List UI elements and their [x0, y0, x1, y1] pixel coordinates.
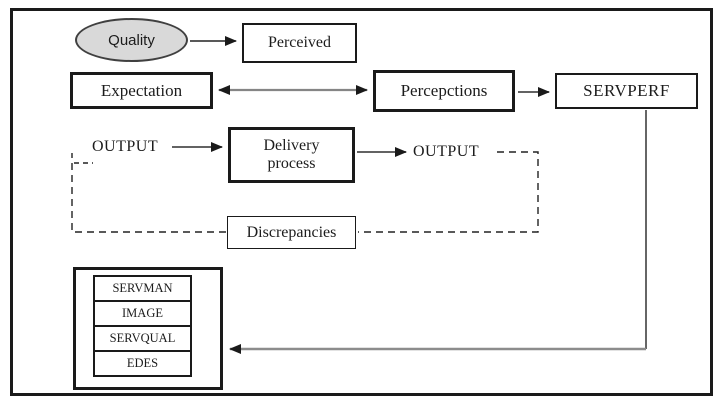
node-quality: Quality [75, 18, 188, 62]
node-expectation-label: Expectation [100, 80, 183, 100]
model-stack-item-image: IMAGE [93, 300, 192, 327]
model-stack-item-image-label: IMAGE [122, 306, 163, 320]
model-stack-item-servqual-label: SERVQUAL [109, 331, 176, 345]
dashed-line-output-right-to-discrepancies [358, 151, 539, 233]
label-output-right: OUTPUT [413, 143, 480, 160]
label-output-left: OUTPUT [92, 138, 159, 155]
model-stack-item-edes-label: EDES [126, 356, 159, 370]
node-servperf-label: SERVPERF [583, 81, 670, 100]
node-discrepancies: Discrepancies [227, 216, 356, 249]
model-stack-container: SERVMAN IMAGE SERVQUAL EDES [73, 267, 223, 390]
model-stack-item-servman-label: SERVMAN [112, 281, 173, 295]
model-stack-item-servman: SERVMAN [93, 275, 192, 302]
model-stack-item-edes: EDES [93, 350, 192, 377]
model-stack-item-servqual: SERVQUAL [93, 325, 192, 352]
outer-frame [10, 8, 713, 396]
node-delivery-process-label: Delivery process [263, 136, 320, 172]
model-stack: SERVMAN IMAGE SERVQUAL EDES [93, 275, 192, 377]
node-quality-label: Quality [108, 31, 155, 49]
node-delivery-process: Delivery process [228, 127, 355, 183]
node-servperf: SERVPERF [555, 73, 698, 109]
node-expectation: Expectation [70, 72, 213, 109]
node-percepctions: Percepctions [373, 70, 515, 112]
node-percepctions-label: Percepctions [400, 81, 488, 100]
node-perceived: Perceived [242, 23, 357, 63]
node-perceived-label: Perceived [267, 34, 332, 51]
dashed-line-discrepancies-to-output-left [71, 153, 226, 233]
node-discrepancies-label: Discrepancies [246, 223, 337, 241]
